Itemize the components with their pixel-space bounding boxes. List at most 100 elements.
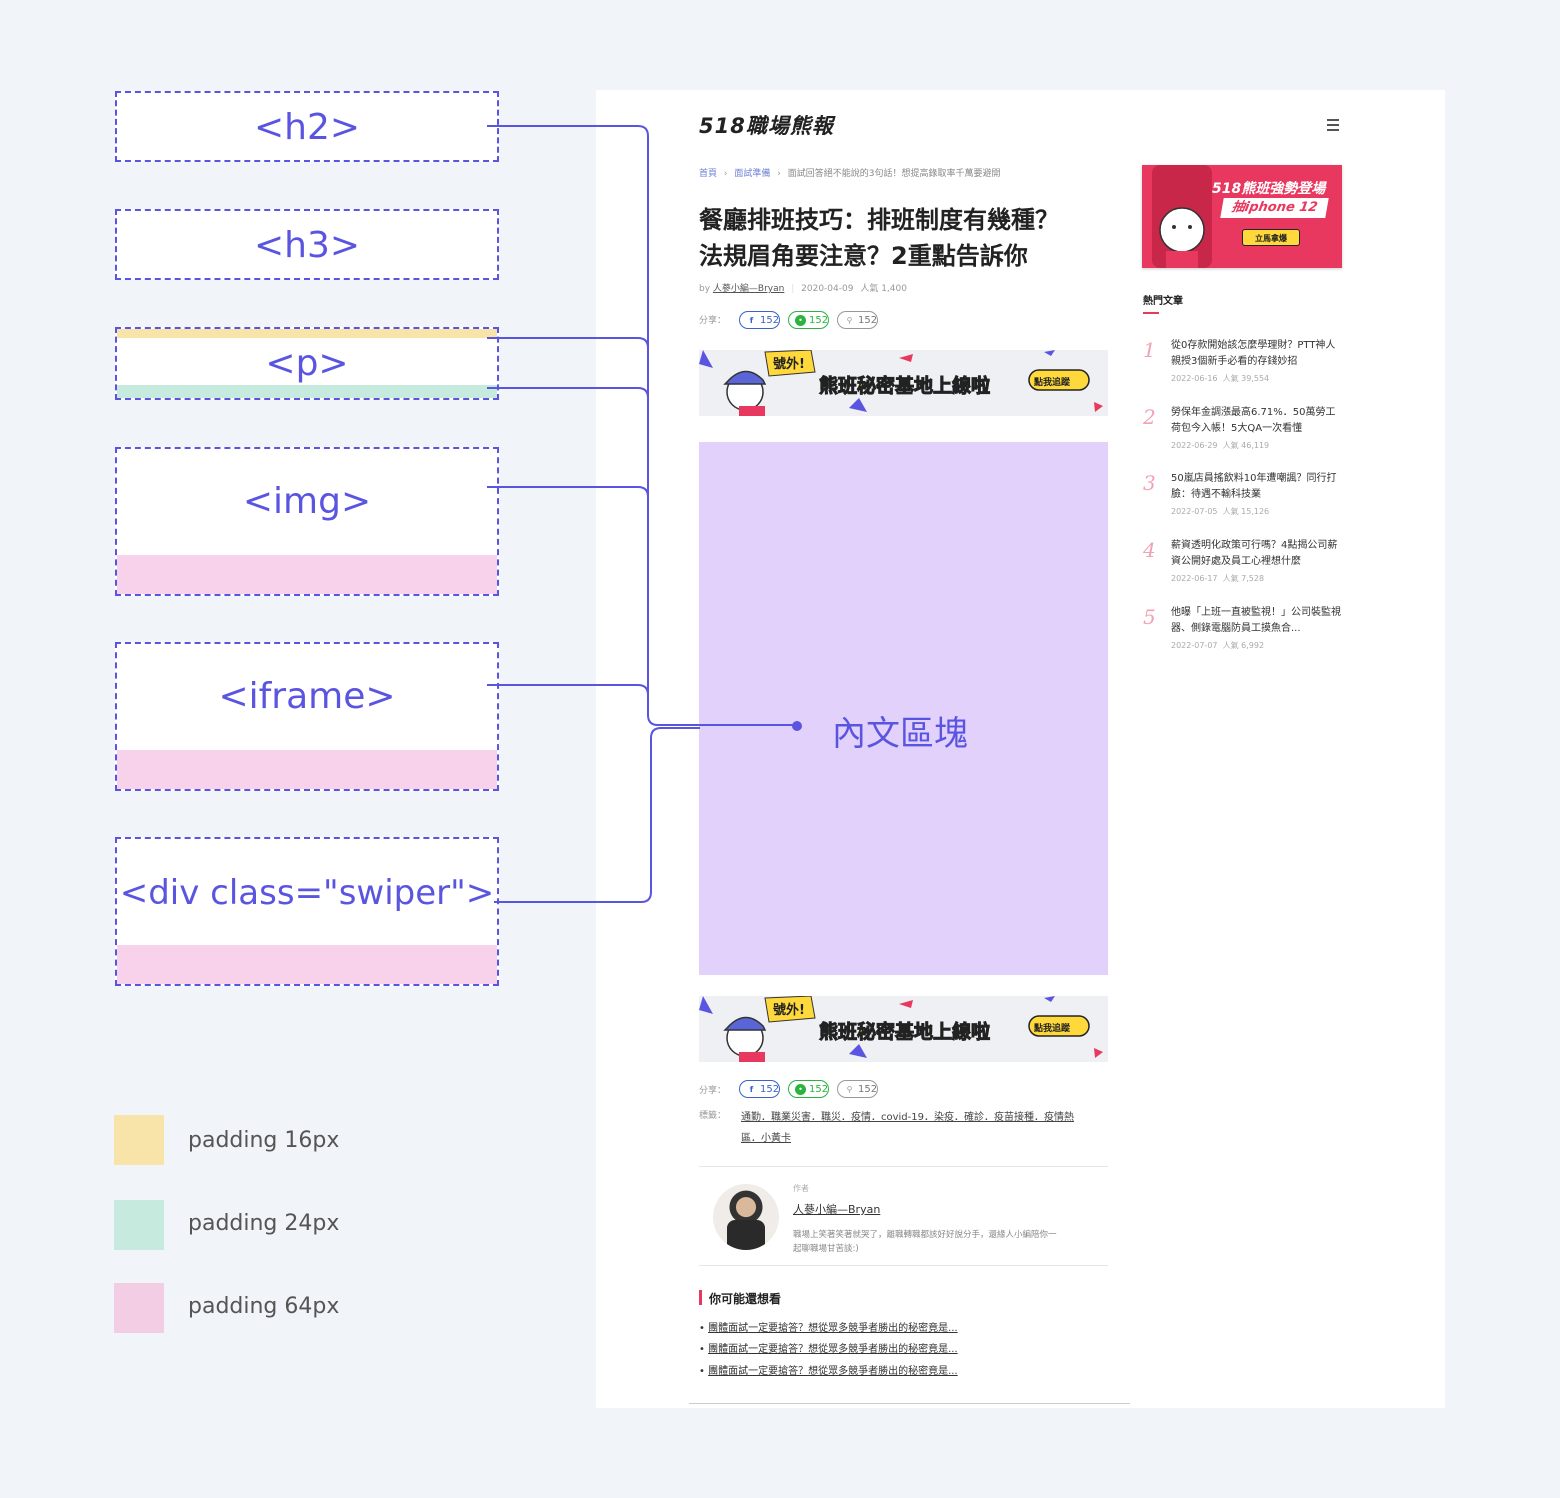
banner-cta: 點我追蹤 [1034,378,1071,388]
h3-tag-label: <h3> [253,225,361,266]
legend-swatch-64 [114,1283,164,1333]
breadcrumb-current: 面試回答絕不能說的3句話！想提高錄取率千萬要避開 [787,169,1001,179]
ad-cta-button[interactable]: 立馬拿爆 [1242,229,1300,246]
banner-cta: 點我追蹤 [1034,1024,1071,1034]
line-icon: • [795,315,806,326]
tag-list-line2[interactable]: 區．小黃卡 [741,1133,791,1144]
hot-date: 2022-06-16 [1171,374,1218,383]
site-logo-text: 518職場熊報 [699,114,834,138]
hot-title[interactable]: 勞保年金調漲最高6.71%．50萬勞工荷包今入帳！5大QA一次看懂 [1171,407,1336,434]
banner-headline: 熊班秘密基地上線啦 [818,1017,991,1044]
related-item[interactable]: • 團體面試一定要搶答？想從眾多競爭者勝出的秘密竟是... [699,1344,958,1355]
author-name-link[interactable]: 人蔘小編—Bryan [793,1203,881,1216]
img-tag-label: <img> [242,481,372,522]
legend-label-64: padding 64px [188,1294,340,1319]
promo-banner-top[interactable]: 號外! 熊班秘密基地上線啦 點我追蹤 [699,350,1108,416]
promo-banner-bottom[interactable]: 號外! 熊班秘密基地上線啦 點我追蹤 [699,996,1108,1062]
facebook-share-button[interactable]: f 152 [739,311,780,329]
line-share-count: 152 [809,1084,829,1095]
hot-meta: 2022-06-29 人氣 46,119 [1171,440,1269,451]
share-label: 分享： [699,316,727,326]
iframe-tag-box: <iframe> [115,642,499,791]
author-bio-line1: 職場上笑著笑著就哭了，離職轉職都該好好說分手，還緣人小編陪你一 [793,1230,1057,1240]
breadcrumb-category[interactable]: 面試準備 [734,169,771,179]
link-icon: ⚲ [846,316,853,325]
facebook-icon: f [749,316,754,325]
meta-by: by [699,284,711,294]
swiper-tag-box: <div class="swiper"> [115,837,499,986]
h2-tag-box: <h2> [115,91,499,162]
swiper-tag-label: <div class="swiper"> [119,873,495,913]
copy-link-button[interactable]: ⚲ 152 [837,1080,878,1098]
breadcrumb: 首頁 › 面試準備 › 面試回答絕不能說的3句話！想提高錄取率千萬要避開 [699,166,1000,179]
banner-burst-text: 號外! [773,357,805,372]
divider [699,1166,1108,1167]
banner-text-b: 秘密基地 [857,375,934,398]
h3-tag-box: <h3> [115,209,499,280]
banner-text-a: 熊班 [818,1021,858,1044]
breadcrumb-home[interactable]: 首頁 [699,169,718,179]
related-item[interactable]: • 團體面試一定要搶答？想從眾多競爭者勝出的秘密竟是... [699,1366,958,1377]
article-page-mockup: 518職場熊報 首頁 › 面試準備 › 面試回答絕不能說的3句話！想提高錄取率千… [596,90,1445,1408]
hot-heading-underline [1143,312,1159,314]
hot-rank: 5 [1143,605,1156,629]
banner-text-c: 上線啦 [933,1021,991,1044]
ad-art [1152,165,1212,268]
hot-title[interactable]: 從0存款開始該怎麼學理財？PTT神人親授3個新手必看的存錢妙招 [1171,340,1336,367]
hot-date: 2022-06-29 [1171,441,1218,450]
hot-heading: 熱門文章 [1143,296,1183,307]
content-block-label: 內文區塊 [832,714,968,754]
h2-tag-label: <h2> [253,107,361,148]
menu-icon[interactable] [1327,119,1339,131]
share-label: 分享： [699,1086,727,1096]
tag-list-line1[interactable]: 通勤．職業災害．職災．疫情．covid-19．染疫．確診．疫苗接種．疫情熱 [741,1112,1074,1123]
chevron-right-icon: › [777,169,781,179]
related-item[interactable]: • 團體面試一定要搶答？想從眾多競爭者勝出的秘密竟是... [699,1323,958,1334]
facebook-share-button[interactable]: f 152 [739,1080,780,1098]
author-bio: 職場上笑著笑著就哭了，離職轉職都該好好說分手，還緣人小編陪你一 起聊職場甘苦談:… [793,1228,1103,1256]
related-link[interactable]: 團體面試一定要搶答？想從眾多競爭者勝出的秘密竟是... [708,1323,958,1334]
link-icon: ⚲ [846,1085,853,1094]
meta-author-link[interactable]: 人蔘小編—Bryan [712,284,785,294]
meta-views: 人氣 1,400 [860,284,907,294]
hot-title[interactable]: 他曝「上班一直被監視！」公司裝監視器、側錄電腦防員工摸魚合... [1171,607,1341,634]
line-share-count: 152 [809,315,829,326]
iframe-tag-label: <iframe> [218,676,396,717]
related-link[interactable]: 團體面試一定要搶答？想從眾多競爭者勝出的秘密竟是... [708,1366,958,1377]
legend-swatch-24 [114,1200,164,1250]
content-block: 內文區塊 [699,442,1108,975]
padding-16-top [117,329,497,338]
legend-swatch-16 [114,1115,164,1165]
hot-date: 2022-07-05 [1171,507,1218,516]
img-tag-box: <img> [115,447,499,596]
related-link[interactable]: 團體面試一定要搶答？想從眾多競爭者勝出的秘密竟是... [708,1344,958,1355]
tag-list[interactable]: 通勤．職業災害．職災．疫情．covid-19．染疫．確診．疫苗接種．疫情熱 區．… [741,1107,1111,1149]
line-icon: • [795,1084,806,1095]
copy-link-count: 152 [858,315,878,326]
hot-rank: 1 [1143,338,1156,362]
p-tag-label: <p> [265,343,349,384]
banner-burst-text: 號外! [773,1003,805,1018]
banner-text-a: 熊班 [818,375,858,398]
facebook-share-count: 152 [760,315,780,326]
legend-label-16: padding 16px [188,1128,340,1153]
hot-meta: 2022-06-17 人氣 7,528 [1171,573,1264,584]
author-avatar [713,1184,779,1250]
hot-title[interactable]: 薪資透明化政策可行嗎？4點揭公司薪資公開好處及員工心裡想什麼 [1171,540,1338,567]
hot-meta: 2022-07-07 人氣 6,992 [1171,640,1264,651]
legend-label-24: padding 24px [188,1211,340,1236]
ad-title: 518熊班強勢登場 [1212,181,1326,197]
related-heading: 你可能還想看 [709,1292,782,1306]
line-share-button[interactable]: • 152 [788,311,829,329]
site-logo[interactable]: 518職場熊報 [699,110,834,140]
article-meta: by 人蔘小編—Bryan | 2020-04-09 人氣 1,400 [699,284,907,294]
hot-title[interactable]: 50嵐店員搖飲料10年遭嘲諷？同行打臉：待遇不輸科技業 [1171,473,1337,500]
line-share-button[interactable]: • 152 [788,1080,829,1098]
hot-rank: 2 [1143,405,1156,429]
ad-cta-text: 立馬拿爆 [1255,234,1287,243]
sidebar-ad[interactable]: 518熊班強勢登場 抽iphone 12 立馬拿爆 [1142,165,1342,268]
copy-link-button[interactable]: ⚲ 152 [837,311,878,329]
padding-64-bottom [117,750,497,789]
tags-label: 標籤： [699,1111,727,1121]
p-tag-box: <p> [115,327,499,400]
